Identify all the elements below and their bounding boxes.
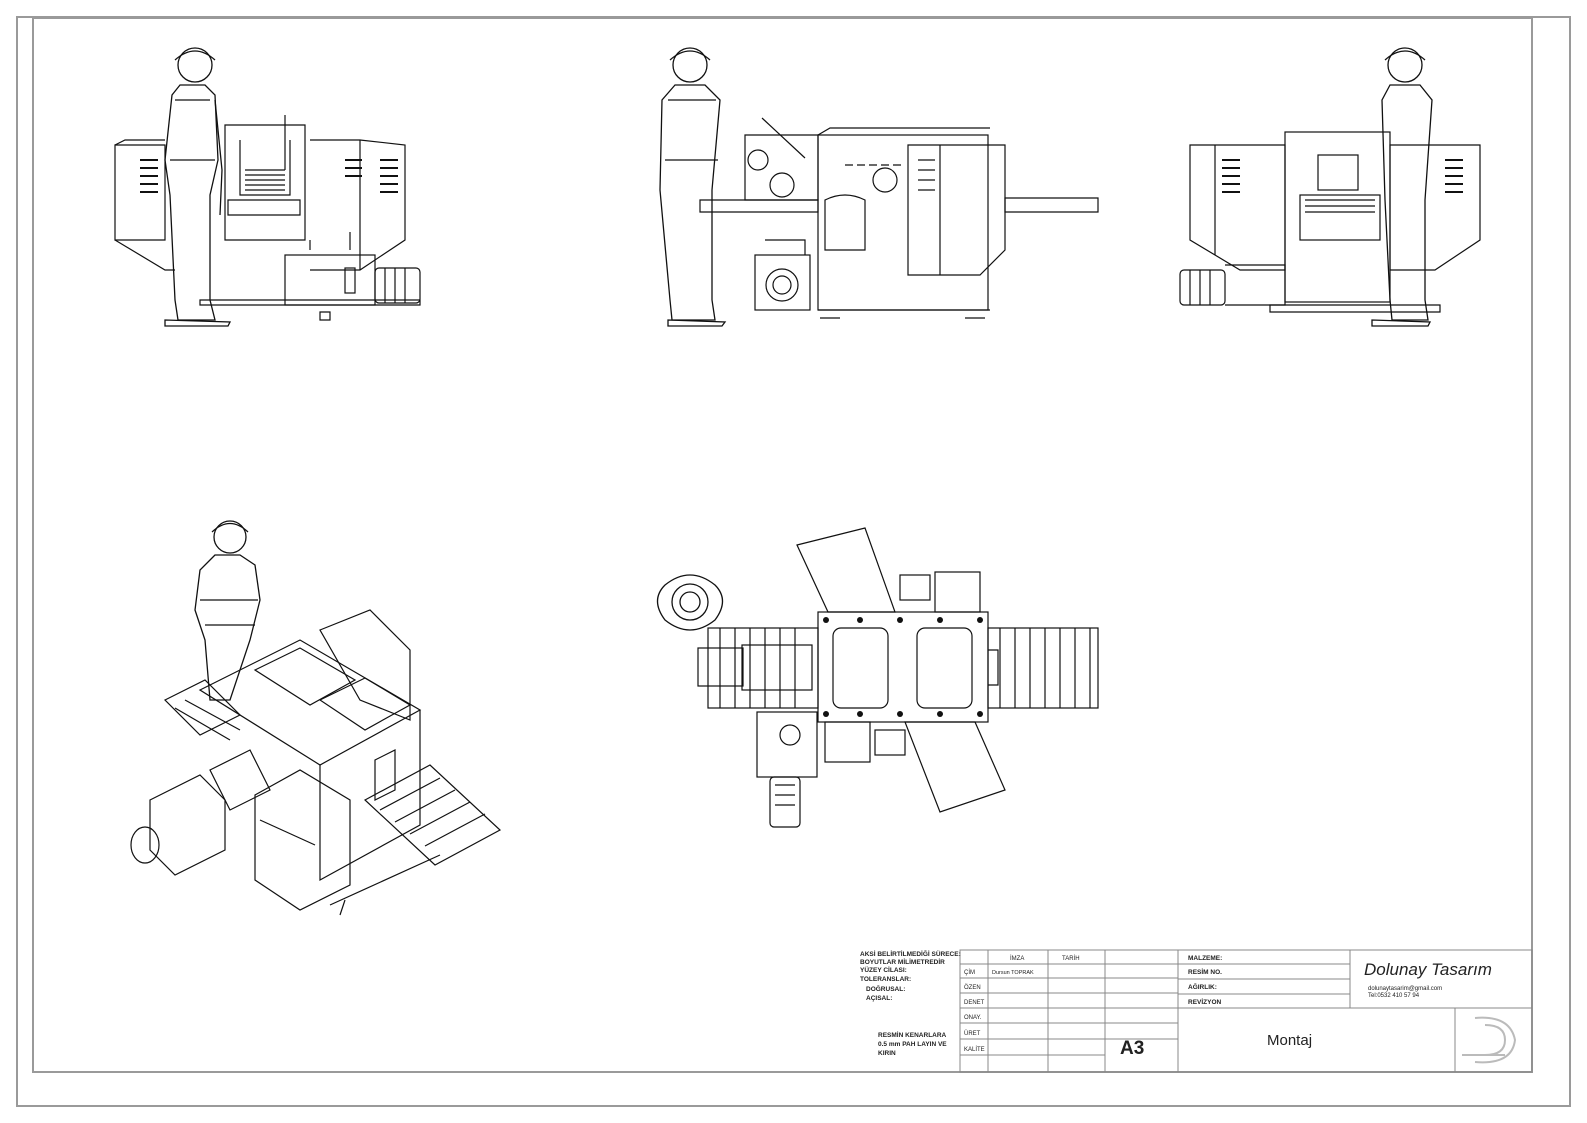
svg-text:DOĞRUSAL:: DOĞRUSAL: xyxy=(866,984,905,993)
svg-text:YÜZEY CİLASI:: YÜZEY CİLASI: xyxy=(860,965,907,974)
svg-text:0.5 mm PAH LAYIN VE: 0.5 mm PAH LAYIN VE xyxy=(878,1041,947,1048)
top-view xyxy=(656,527,1099,828)
title-block xyxy=(959,949,1533,1073)
drawing-title: Montaj xyxy=(1267,1032,1312,1049)
general-notes: AKSİ BELİRTİLMEDİĞİ SÜRECE: BOYUTLAR MİL… xyxy=(860,949,961,1002)
svg-text:AĞIRLIK:: AĞIRLIK: xyxy=(1188,982,1217,991)
rear-view xyxy=(1179,47,1481,327)
col-header-tarih: TARİH xyxy=(1062,955,1080,962)
svg-text:ONAY.: ONAY. xyxy=(964,1015,982,1021)
svg-text:MALZEME:: MALZEME: xyxy=(1188,955,1222,962)
company-phone: Tel:0532 410 57 94 xyxy=(1368,993,1420,999)
title-block-logo xyxy=(1462,1016,1517,1064)
svg-text:ÇİM: ÇİM xyxy=(964,969,975,976)
svg-text:BOYUTLAR MİLİMETREDİR: BOYUTLAR MİLİMETREDİR xyxy=(860,958,945,966)
company-name: Dolunay Tasarım xyxy=(1364,960,1492,979)
svg-text:DENET: DENET xyxy=(964,1000,985,1006)
svg-text:RESİM NO.: RESİM NO. xyxy=(1188,968,1222,976)
sheet-size: A3 xyxy=(1120,1038,1144,1059)
svg-text:KIRIN: KIRIN xyxy=(878,1050,896,1057)
svg-text:AÇISAL:: AÇISAL: xyxy=(866,995,892,1002)
front-view xyxy=(114,47,421,327)
svg-text:REVİZYON: REVİZYON xyxy=(1188,998,1222,1006)
company-email: dolunaytasarim@gmail.com xyxy=(1368,986,1442,992)
edge-note: RESMİN KENARLARA 0.5 mm PAH LAYIN VE KIR… xyxy=(878,1031,947,1057)
svg-text:KALİTE: KALİTE xyxy=(964,1046,985,1053)
isometric-view xyxy=(130,520,502,916)
svg-text:RESMİN KENARLARA: RESMİN KENARLARA xyxy=(878,1031,947,1039)
svg-text:AKSİ BELİRTİLMEDİĞİ SÜRECE:: AKSİ BELİRTİLMEDİĞİ SÜRECE: xyxy=(860,949,961,958)
side-view xyxy=(659,47,1099,327)
drawn-by-name: Dursun TOPRAK xyxy=(992,970,1034,976)
inner-border xyxy=(32,17,1533,1073)
svg-text:ÖZEN: ÖZEN xyxy=(964,984,981,991)
role-labels: ÇİM ÖZEN DENET ONAY. ÜRET KALİTE xyxy=(964,969,985,1053)
material-fields: MALZEME: RESİM NO. AĞIRLIK: REVİZYON xyxy=(1188,955,1222,1006)
svg-text:TOLERANSLAR:: TOLERANSLAR: xyxy=(860,976,911,983)
col-header-imza: İMZA xyxy=(1010,955,1024,962)
svg-text:ÜRET: ÜRET xyxy=(964,1030,981,1037)
